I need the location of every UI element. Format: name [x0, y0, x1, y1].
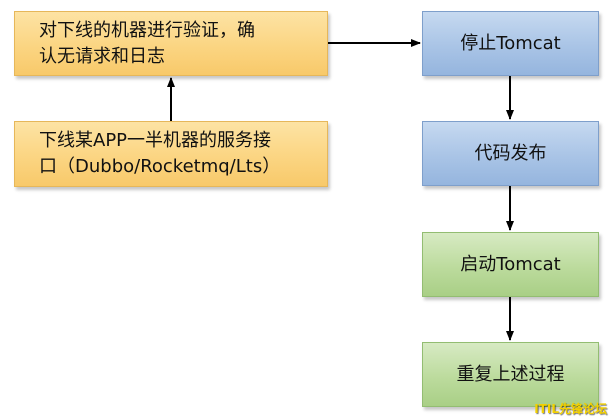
offline-half-machines-node: 下线某APP一半机器的服务接 口（Dubbo/Rocketmq/Lts） [14, 121, 328, 187]
verify-node-text: 对下线的机器进行验证，确 认无请求和日志 [39, 18, 255, 70]
stop-tomcat-node: 停止Tomcat [422, 11, 599, 76]
repeat-process-node: 重复上述过程 [422, 342, 599, 407]
watermark-text: ITIL先锋论坛 [534, 402, 607, 416]
code-deploy-label: 代码发布 [474, 142, 547, 164]
start-tomcat-node: 启动Tomcat [422, 232, 599, 297]
verify-node-line-2: 认无请求和日志 [39, 45, 165, 67]
offline-node-line-1: 下线某APP一半机器的服务接 [39, 130, 272, 151]
start-tomcat-label: 启动Tomcat [460, 253, 561, 275]
offline-node-line-2: 口（Dubbo/Rocketmq/Lts） [39, 156, 281, 177]
offline-node-text: 下线某APP一半机器的服务接 口（Dubbo/Rocketmq/Lts） [39, 128, 280, 180]
verify-no-traffic-node: 对下线的机器进行验证，确 认无请求和日志 [14, 11, 328, 76]
verify-node-line-1: 对下线的机器进行验证，确 [39, 19, 255, 41]
repeat-process-label: 重复上述过程 [456, 363, 565, 385]
stop-tomcat-label: 停止Tomcat [460, 32, 561, 54]
code-deploy-node: 代码发布 [422, 121, 599, 186]
